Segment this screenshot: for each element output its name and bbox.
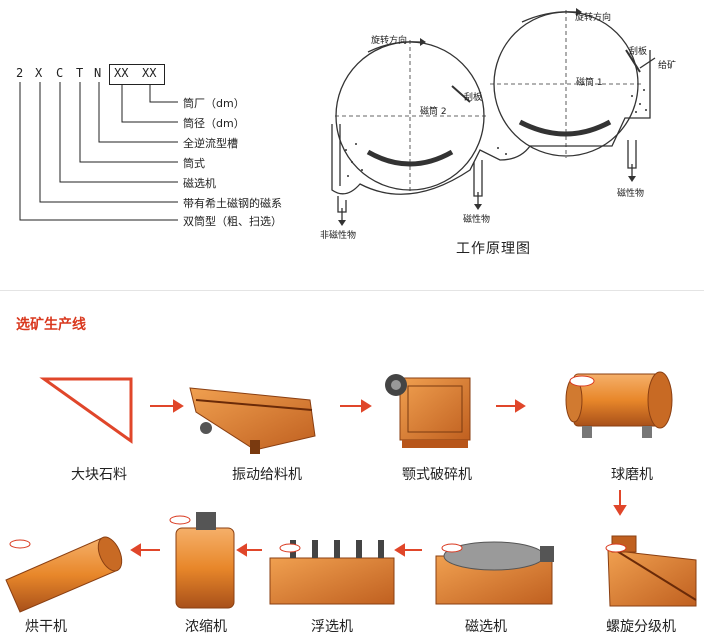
equipment-label: 球磨机 [611, 467, 653, 483]
legend-item: 全逆流型槽 [183, 137, 238, 150]
equipment-label: 浮选机 [311, 619, 353, 635]
jaw-crusher-icon [385, 374, 471, 448]
ball-mill-icon [565, 371, 673, 438]
figure-caption: 工作原理图 [456, 241, 531, 257]
dryer-icon [5, 536, 123, 613]
legend-item: 带有希土磁钢的磁系 [183, 197, 282, 210]
section-divider [0, 290, 704, 291]
scraper-label: 刮板 [464, 93, 483, 103]
code-box-value: XX [114, 66, 129, 80]
rock-feed-icon [39, 377, 133, 444]
legend-item: 筒径（dm） [183, 117, 245, 130]
code-letter: 2 [16, 66, 24, 80]
equipment-label: 螺旋分级机 [606, 619, 676, 635]
equipment-label: 振动给料机 [232, 467, 302, 483]
flow-arrows [130, 399, 627, 557]
rotation-label: 旋转方向 [575, 13, 612, 23]
legend-item: 磁选机 [183, 177, 216, 190]
legend-item: 筒式 [183, 157, 205, 170]
equipment-label: 颚式破碎机 [402, 467, 472, 483]
output-label: 非磁性物 [320, 231, 357, 241]
code-letter: X [35, 66, 43, 80]
flotation-machine-icon [269, 540, 395, 605]
equipment-label: 浓缩机 [185, 619, 227, 635]
magnetic-separator-icon [435, 541, 554, 605]
drum-label: 磁筒 1 [576, 78, 603, 88]
code-letter: N [94, 66, 102, 80]
equipment-label: 大块石料 [71, 467, 127, 483]
legend-item: 筒厂（dm） [183, 97, 245, 110]
code-box-value: XX [142, 66, 157, 80]
code-box [109, 64, 165, 85]
equipment-label: 烘干机 [25, 619, 67, 635]
spec-panel: 2 X C T N XX XX 筒厂（dm） 筒径（dm） 全逆流型槽 筒式 磁… [0, 0, 704, 290]
section-title: 选矿生产线 [16, 317, 86, 333]
vibrating-feeder-icon [189, 387, 316, 454]
code-letter: T [76, 66, 84, 80]
feed-label: 给矿 [658, 61, 677, 71]
output-label: 磁性物 [617, 189, 645, 199]
spiral-classifier-icon [605, 535, 697, 607]
code-leader-lines [19, 82, 178, 221]
scraper-label: 刮板 [629, 47, 648, 57]
thickener-icon [169, 512, 235, 609]
rotation-label: 旋转方向 [371, 36, 408, 46]
equipment-label: 磁选机 [465, 619, 507, 635]
drum-label: 磁筒 2 [420, 107, 447, 117]
output-label: 磁性物 [463, 215, 491, 225]
working-principle-diagram [331, 8, 656, 226]
legend-item: 双筒型（粗、扫选） [183, 215, 282, 228]
code-letter: C [56, 66, 64, 80]
